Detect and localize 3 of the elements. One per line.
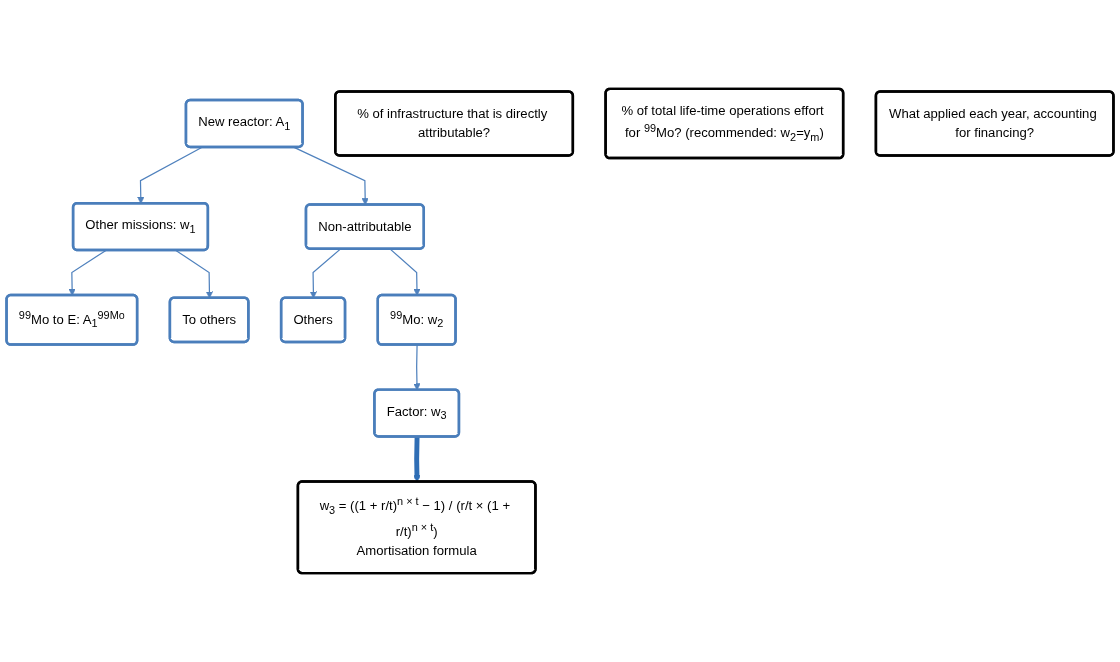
arrow — [389, 248, 421, 296]
arrow — [68, 249, 107, 296]
arrow — [137, 146, 203, 204]
